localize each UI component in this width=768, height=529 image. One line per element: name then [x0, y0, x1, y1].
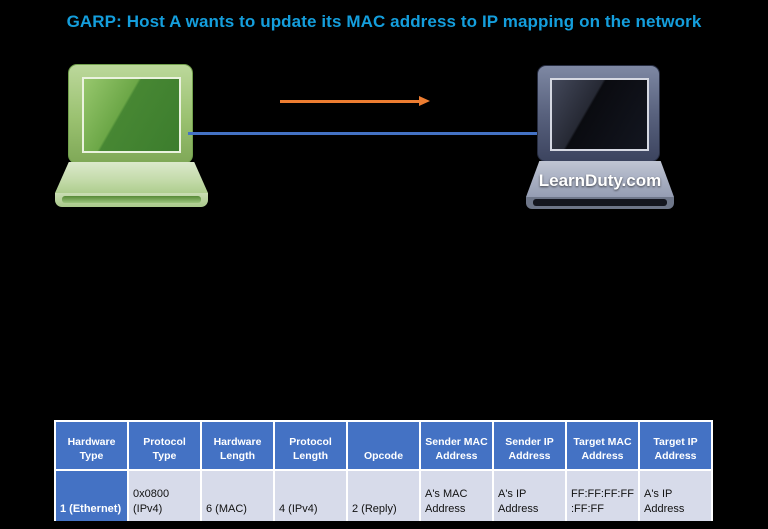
cell-sender-mac: A's MAC Address	[421, 471, 492, 521]
slide-title: GARP: Host A wants to update its MAC add…	[66, 12, 702, 31]
host-a-slot	[62, 196, 201, 203]
host-b-screen	[550, 78, 649, 151]
host-b-lid	[537, 65, 660, 162]
host-a-screen	[82, 77, 181, 153]
host-a-base	[55, 162, 208, 193]
header-cell-opcode: Opcode	[348, 422, 419, 469]
header-cell-protocol-type: Protocol Type	[129, 422, 200, 469]
cell-hardware-type: 1 (Ethernet)	[56, 471, 127, 521]
cell-protocol-length: 4 (IPv4)	[275, 471, 346, 521]
cell-sender-ip: A's IP Address	[494, 471, 565, 521]
host-b-front-edge	[526, 197, 674, 209]
arrow-head	[419, 96, 430, 106]
cell-protocol-type: 0x0800 (IPv4)	[129, 471, 200, 521]
network-link-line	[188, 132, 538, 135]
header-cell-protocol-length: Protocol Length	[275, 422, 346, 469]
header-cell-sender-ip: Sender IP Address	[494, 422, 565, 469]
cell-target-ip: A's IP Address	[640, 471, 711, 521]
cell-target-mac: FF:FF:FF:FF:FF:FF	[567, 471, 638, 521]
cell-hardware-length: 6 (MAC)	[202, 471, 273, 521]
host-b-base	[526, 161, 674, 197]
arrow-shaft	[280, 100, 419, 103]
garp-packet-table: Hardware Type Protocol Type Hardware Len…	[54, 420, 713, 521]
learnduty-watermark: LearnDuty.com	[538, 171, 662, 190]
header-cell-hardware-length: Hardware Length	[202, 422, 273, 469]
host-a-lid	[68, 64, 193, 164]
host-a-front-edge	[55, 193, 208, 207]
host-b-slot	[533, 199, 667, 206]
header-cell-hardware-type: Hardware Type	[56, 422, 127, 469]
header-cell-target-mac: Target MAC Address	[567, 422, 638, 469]
header-cell-target-ip: Target IP Address	[640, 422, 711, 469]
header-cell-sender-mac: Sender MAC Address	[421, 422, 492, 469]
cell-opcode: 2 (Reply)	[348, 471, 419, 521]
